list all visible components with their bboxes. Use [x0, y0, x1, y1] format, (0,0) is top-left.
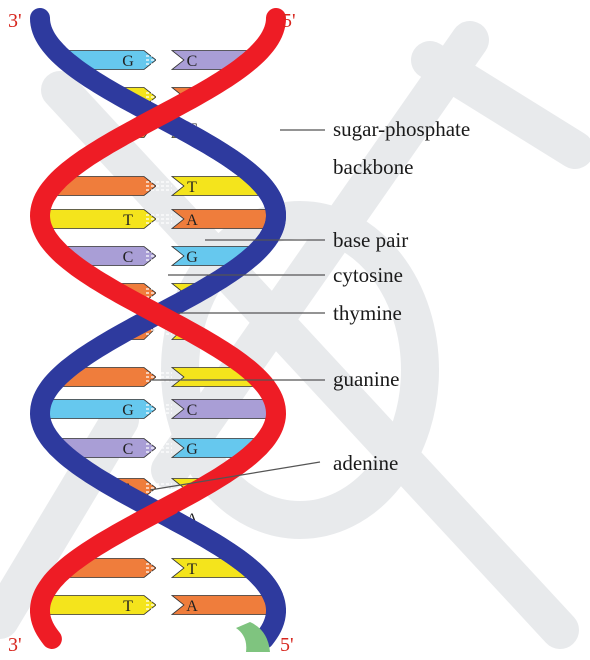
end-label-bottom-left: 3': [8, 634, 22, 657]
base-left-letter: C: [123, 441, 134, 458]
callout-cytosine: cytosine: [333, 263, 403, 288]
base-right-letter: A: [186, 212, 198, 229]
base-right-letter: T: [187, 179, 197, 196]
base-right-letter: G: [186, 441, 198, 458]
callout-backbone: backbone: [333, 155, 413, 180]
base-left-shape: [40, 210, 156, 229]
base-left-letter: C: [123, 249, 134, 266]
callout-base-pair: base pair: [333, 228, 408, 253]
base-right-letter: A: [186, 598, 198, 615]
base-right-letter: C: [187, 53, 198, 70]
base-left-letter: T: [123, 598, 133, 615]
base-left-letter: G: [122, 402, 134, 419]
base-left-shape: [40, 400, 156, 419]
end-label-bottom-right: 5': [280, 634, 294, 657]
callout-adenine: adenine: [333, 451, 398, 476]
callout-thymine: thymine: [333, 301, 402, 326]
base-pair-14: T: [66, 559, 250, 579]
base-right-letter: G: [186, 249, 198, 266]
end-label-top-right: 5': [282, 10, 296, 33]
base-left-shape: [40, 596, 156, 615]
end-label-top-left: 3': [8, 10, 22, 33]
callout-guanine: guanine: [333, 367, 399, 392]
watermark-stroke-1: [60, 90, 560, 630]
base-right-letter: C: [187, 402, 198, 419]
callout-sugar-phosphate: sugar-phosphate: [333, 117, 470, 142]
base-left-letter: G: [122, 53, 134, 70]
base-left-letter: T: [123, 212, 133, 229]
base-pair-9: [59, 368, 257, 387]
base-right-letter: T: [187, 561, 197, 578]
